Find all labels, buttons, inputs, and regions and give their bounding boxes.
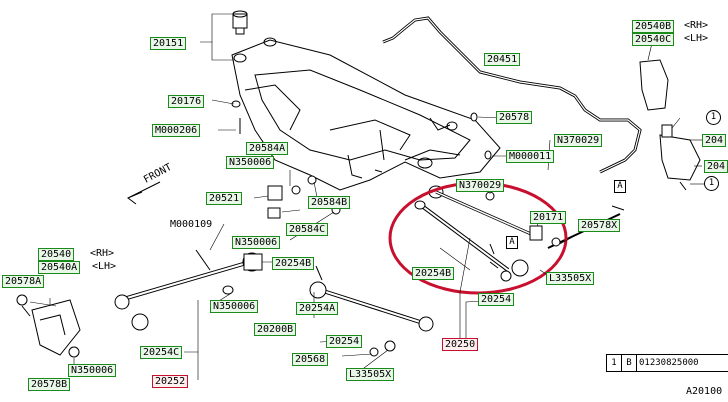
top-mount-bushing — [232, 10, 248, 35]
label-n350006-bot: N350006 — [68, 364, 117, 377]
reference-circle-1-lower: 1 — [704, 176, 719, 191]
label-20254a: 20254A — [296, 302, 339, 315]
legend-code: 01230825000 — [639, 358, 699, 368]
reference-box-a-right: A — [614, 180, 626, 193]
right-bracket — [639, 59, 701, 191]
label-20578b: 20578B — [28, 378, 71, 391]
label-m000109: M000109 — [170, 219, 213, 230]
label-20451: 20451 — [484, 53, 521, 66]
label-20254b-left: 20254B — [272, 257, 315, 270]
label-20578a: 20578A — [2, 275, 45, 288]
label-rh-suffix-left: <RH> — [90, 248, 115, 259]
label-20254b-right: 20254B — [412, 267, 455, 280]
label-20584c: 20584C — [286, 223, 329, 236]
label-rh-suffix-right: <RH> — [684, 20, 709, 31]
label-20250: 20250 — [442, 338, 479, 351]
label-20568: 20568 — [292, 353, 329, 366]
label-20254c: 20254C — [140, 346, 183, 359]
label-204-b: 204 — [704, 160, 728, 173]
label-20176: 20176 — [168, 95, 205, 108]
legend-table: 1 B 01230825000 — [606, 354, 728, 372]
label-l33505-right: L33505X — [546, 272, 595, 285]
legend-number: 1 — [607, 355, 622, 371]
stabilizer-bar — [382, 16, 642, 174]
legend-letter: B — [622, 355, 637, 371]
label-20578x: 20578X — [578, 219, 621, 232]
label-20151: 20151 — [150, 37, 187, 50]
label-20200: 20200B — [254, 323, 297, 336]
label-20584a: 20584A — [246, 142, 289, 155]
label-20540-lh-right: 20540C — [632, 33, 675, 46]
label-n370029-mid: N370029 — [456, 179, 505, 192]
label-20540a-lh-left: 20540A — [38, 261, 81, 274]
label-20540-rh-right: 20540B — [632, 20, 675, 33]
reference-circle-1-upper: 1 — [706, 110, 721, 125]
label-204-a: 204 — [702, 134, 727, 147]
label-n350006-top: N350006 — [226, 156, 275, 169]
trailing-link-left — [114, 249, 262, 331]
label-m000206: M000206 — [152, 124, 201, 137]
reference-box-a-center: A — [506, 236, 518, 249]
label-n370029-right: N370029 — [554, 134, 603, 147]
label-n350006-mid: N350006 — [232, 236, 281, 249]
label-lh-suffix-right: <LH> — [684, 33, 709, 44]
diagram-code: A20100 — [686, 386, 723, 397]
label-20521: 20521 — [206, 192, 243, 205]
label-m000011: M000011 — [506, 150, 555, 163]
label-lh-suffix-left: <LH> — [92, 261, 117, 272]
left-knuckle-bracket — [16, 294, 81, 358]
label-20171: 20171 — [530, 211, 567, 224]
label-20578-top: 20578 — [496, 111, 533, 124]
label-20252: 20252 — [152, 375, 189, 388]
small-bushings — [231, 100, 492, 271]
label-20584b: 20584B — [308, 196, 351, 209]
label-20254-low: 20254 — [326, 335, 363, 348]
lateral-link-right — [414, 185, 543, 282]
label-n350006-low: N350006 — [210, 300, 259, 313]
label-l33505-low: L33505X — [346, 368, 395, 381]
label-20540-rh-left: 20540 — [38, 248, 75, 261]
label-20254-right: 20254 — [478, 293, 515, 306]
front-arrow — [127, 181, 161, 205]
